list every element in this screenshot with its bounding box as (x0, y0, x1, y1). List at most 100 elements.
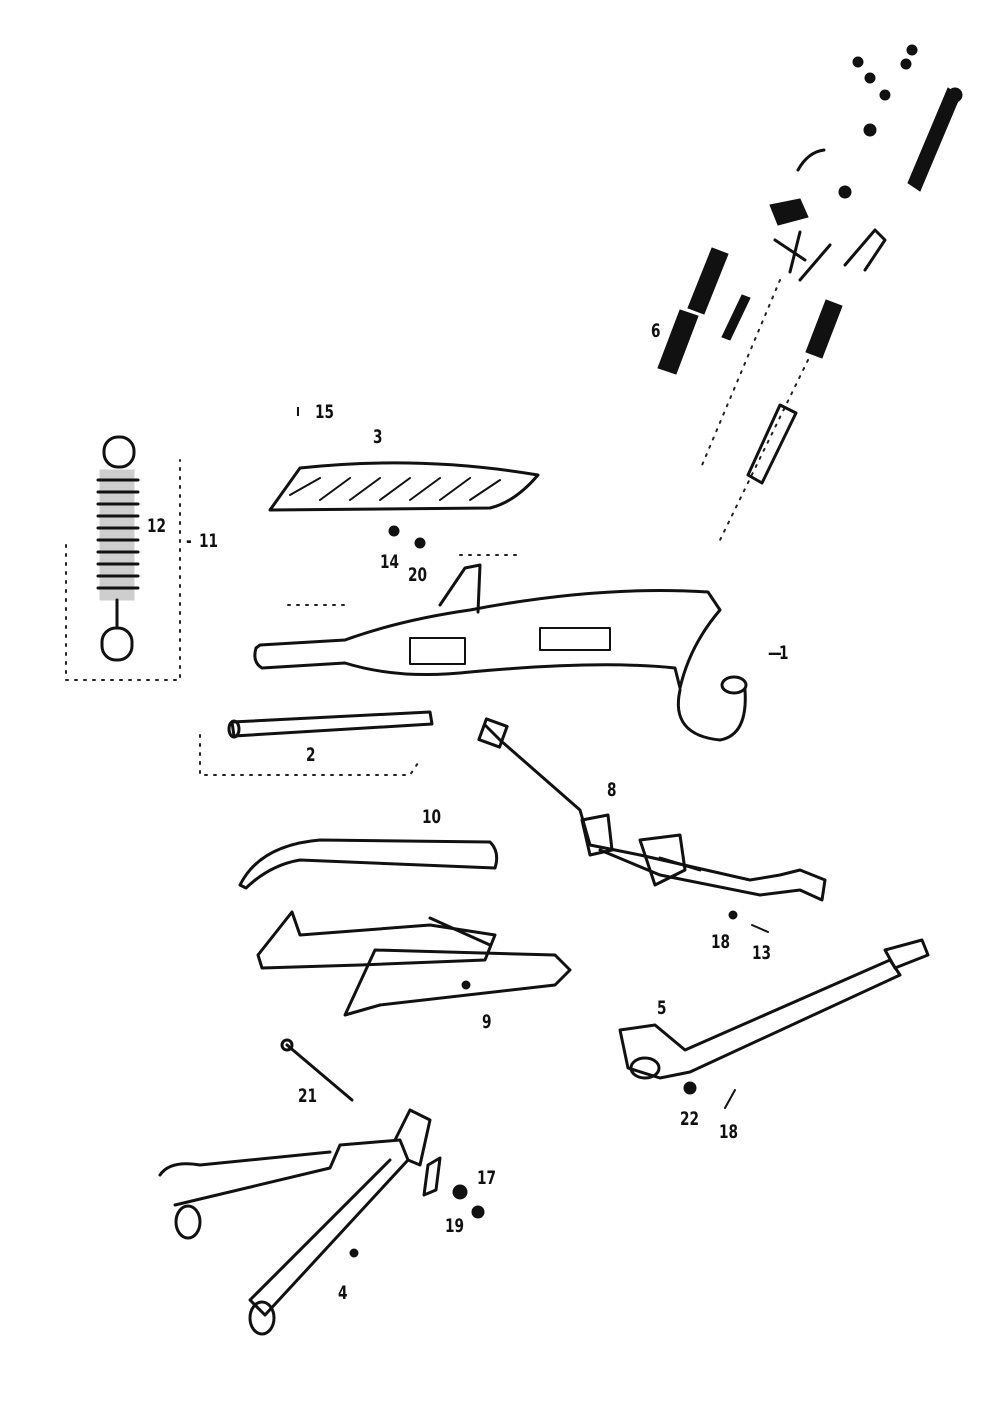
spindle-shaft (230, 710, 434, 738)
swing-arm-hole (461, 980, 471, 990)
callout-2: 2 (306, 744, 316, 766)
exhaust-silencer (253, 554, 748, 742)
fork-axis-right (719, 359, 809, 541)
spindle-end (227, 719, 241, 739)
spindle-dots (199, 734, 421, 776)
fork-nut-a (863, 123, 877, 137)
fork-bolt-e (879, 89, 891, 101)
center-stand-frame (173, 1138, 410, 1317)
callout-13: 13 (752, 942, 772, 964)
stand-spring-bracket (422, 1156, 442, 1197)
heat-shield-ribs (289, 477, 501, 501)
callout-10: 10 (422, 806, 442, 828)
steering-stop (843, 228, 887, 272)
callout-11: 11 (199, 530, 219, 552)
fork-axis-left (699, 279, 781, 471)
callout-20: 20 (408, 564, 428, 586)
center-stand (158, 1038, 485, 1336)
center-stand-foot-left (174, 1204, 202, 1240)
split-pin-18 (728, 910, 738, 920)
shock-bracket-outline (65, 459, 181, 681)
callout-8: 8 (607, 779, 617, 801)
fork-nut-b (838, 185, 852, 199)
chain-guard-outline (238, 838, 499, 890)
chain-guard (238, 838, 499, 890)
center-stand-foot-right (248, 1300, 276, 1336)
callout-4: 4 (338, 1282, 348, 1304)
yoke-bracket (773, 230, 832, 282)
fork-bolt-d (864, 72, 876, 84)
exhaust-bend (676, 688, 747, 742)
callout-5: 5 (657, 997, 667, 1019)
side-stand (618, 938, 930, 1109)
exhaust-flange (720, 675, 748, 695)
callout-12: 12 (147, 515, 167, 537)
brake-linkage (477, 717, 827, 933)
fork-bolt-b (900, 58, 912, 70)
side-stand-pivot (629, 1056, 661, 1080)
brake-pivot-pin (658, 856, 702, 872)
fork-tube-right (907, 87, 961, 192)
heat-shield-outline (268, 461, 540, 512)
nut-17 (452, 1184, 468, 1200)
pin-13 (751, 924, 769, 933)
yoke-block (769, 198, 809, 226)
split-pin-18b (724, 1089, 736, 1109)
stand-bolt-head (280, 1038, 294, 1052)
callout-21: 21 (298, 1085, 318, 1107)
callout-15: 15 (315, 401, 335, 423)
callout-1: 1 (779, 642, 789, 664)
spring-upper (687, 247, 729, 315)
shock-spring-coils (96, 478, 140, 590)
callout-11-dash: - (186, 530, 192, 552)
fork-cap-right (947, 87, 963, 103)
swing-arm (256, 910, 572, 1017)
fork-bolt-a (906, 44, 918, 56)
center-stand-arm (158, 1150, 332, 1177)
side-stand-foot (883, 938, 930, 970)
callout-18-stand: 18 (719, 1121, 739, 1143)
washer-20 (414, 537, 426, 549)
callout-14: 14 (380, 551, 400, 573)
silencer-label-plate-b (539, 627, 611, 651)
rear-shock-absorber (65, 435, 181, 681)
center-stand-hole (349, 1248, 359, 1258)
brake-rod (483, 723, 827, 902)
silencer-body (253, 589, 722, 690)
callout-17: 17 (477, 1167, 497, 1189)
washer-19 (471, 1205, 485, 1219)
center-stand-pivot-plate (393, 1108, 432, 1167)
stand-bolt-21 (285, 1043, 354, 1102)
silencer-mount-tab (438, 563, 482, 614)
spring-right (805, 299, 843, 359)
silencer-label-plate-a (409, 637, 466, 665)
swing-arm-upper (256, 910, 497, 970)
fork-slider (746, 403, 798, 485)
shock-body (99, 469, 135, 601)
heat-shield (268, 461, 540, 549)
callout-9: 9 (482, 1011, 492, 1033)
screw-14 (388, 525, 400, 537)
callout-3: 3 (373, 426, 383, 448)
spring-lower (657, 309, 699, 375)
swing-arm-spindle (199, 710, 434, 776)
side-stand-leg (618, 958, 902, 1080)
brake-lever-plate (580, 813, 614, 857)
callout-18-brake: 18 (711, 931, 731, 953)
front-fork-assembly (657, 44, 963, 541)
damper-rod (721, 294, 751, 341)
callout-6: 6 (651, 320, 661, 342)
washer-22 (683, 1081, 697, 1095)
fork-clip (796, 148, 826, 172)
callout-22: 22 (680, 1108, 700, 1130)
brake-pivot-bracket (638, 833, 687, 887)
fork-bolt-c (852, 56, 864, 68)
swing-arm-crossmember (428, 916, 492, 947)
shock-top-eye (102, 435, 136, 469)
brake-rod-clevis (477, 717, 509, 749)
callout-15-tick: ı (296, 401, 300, 420)
shock-bottom-eye (100, 626, 134, 662)
callout-19: 19 (445, 1215, 465, 1237)
